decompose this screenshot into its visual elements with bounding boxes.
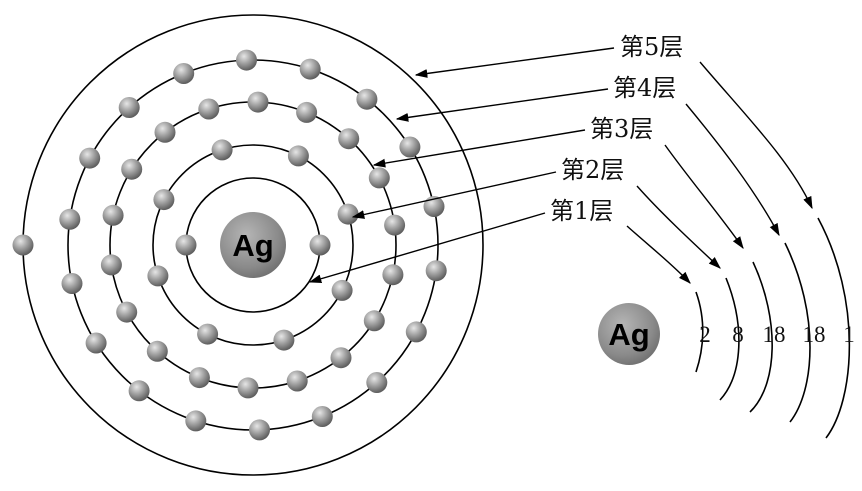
electron-shell-2	[273, 329, 295, 351]
electron-shell-3	[121, 158, 143, 180]
electron-shell-4	[85, 332, 107, 354]
electron-shell-3	[247, 91, 269, 113]
nucleus-circle	[220, 212, 286, 278]
electron-shell-3	[296, 101, 318, 123]
shell-label-2: 第2层	[561, 156, 624, 184]
electron-shell-5	[12, 234, 34, 256]
electron-shell-2	[211, 139, 233, 161]
electron-shell-3	[146, 340, 168, 362]
nucleus: Ag	[220, 212, 286, 278]
electron-count-shell-5: 1	[843, 322, 855, 347]
electron-shell-4	[356, 88, 378, 110]
simplified-notation: Ag 2 8 18 18 1	[598, 217, 855, 439]
electron-shell-3	[116, 301, 138, 323]
electron-shell-3	[382, 264, 404, 286]
arrow-shell-5	[414, 47, 615, 78]
electron-group	[12, 49, 447, 441]
small-nucleus-symbol: Ag	[608, 317, 649, 352]
electron-shell-3	[237, 377, 259, 399]
electron-shell-4	[405, 321, 427, 343]
notation-arc-1	[695, 291, 704, 373]
electron-shell-3	[102, 204, 124, 226]
electron-shell-4	[128, 380, 150, 402]
electron-shell-4	[399, 136, 421, 158]
arrow-shell-1	[308, 212, 546, 284]
electron-shell-3	[286, 370, 308, 392]
electron-shell-2	[197, 323, 219, 345]
notation-arc-2	[719, 277, 740, 401]
shell-label-3: 第3层	[590, 115, 653, 143]
electron-count-shell-2: 8	[732, 322, 744, 347]
electron-shell-2	[147, 265, 169, 287]
connector-shell-3	[664, 144, 744, 250]
connector-shell-1	[626, 225, 691, 284]
shell-labels: 第5层 第4层 第3层 第2层 第1层	[308, 33, 813, 284]
arrow-shell-3	[372, 129, 586, 168]
electron-shell-4	[185, 410, 207, 432]
electron-count-shell-4: 18	[803, 322, 826, 347]
electron-shell-4	[311, 406, 333, 427]
electron-shell-1	[309, 234, 331, 256]
electron-shell-4	[366, 372, 388, 393]
electron-count-shell-3: 18	[763, 322, 786, 347]
electron-shell-3	[188, 367, 210, 389]
electron-shell-4	[425, 260, 447, 282]
connector-shell-2	[636, 185, 721, 269]
notation-arcs	[695, 217, 851, 439]
electron-shell-3	[198, 98, 220, 120]
electron-shell-2	[337, 203, 359, 225]
shell-label-1: 第1层	[550, 197, 613, 225]
electron-shell-4	[79, 147, 101, 169]
electron-shell-4	[173, 63, 195, 84]
notation-arc-4	[784, 242, 811, 423]
electron-shell-4	[118, 97, 140, 118]
electron-shell-3	[384, 214, 406, 236]
shell-label-5: 第5层	[620, 33, 683, 61]
electron-shell-2	[331, 279, 353, 301]
electron-shell-4	[61, 273, 83, 294]
small-nucleus-circle	[598, 303, 660, 365]
electron-shell-4	[59, 208, 81, 230]
electron-shell-4	[249, 419, 270, 441]
electron-shell-3	[338, 128, 360, 150]
connector-shell-4	[685, 103, 780, 237]
notation-arc-5	[817, 217, 851, 439]
electron-shell-3	[100, 254, 122, 276]
electron-shell-4	[236, 49, 257, 71]
electron-shell-4	[299, 58, 321, 80]
electron-shell-3	[368, 167, 390, 189]
nucleus-symbol: Ag	[232, 228, 273, 263]
electron-shell-2	[153, 189, 175, 211]
arrow-shell-2	[351, 171, 557, 219]
orbit-ring-2	[152, 144, 354, 346]
shell-label-4: 第4层	[613, 74, 676, 102]
notation-arc-3	[749, 261, 773, 413]
electron-shell-3	[330, 347, 352, 369]
arrow-shell-4	[395, 88, 609, 122]
electron-shell-3	[363, 310, 385, 332]
electron-shell-2	[287, 145, 309, 167]
electron-shell-4	[423, 196, 445, 217]
electron-shell-3	[154, 121, 176, 143]
electron-count-shell-1: 2	[699, 322, 711, 347]
connector-shell-5	[699, 61, 813, 210]
electron-shell-1	[175, 234, 197, 256]
